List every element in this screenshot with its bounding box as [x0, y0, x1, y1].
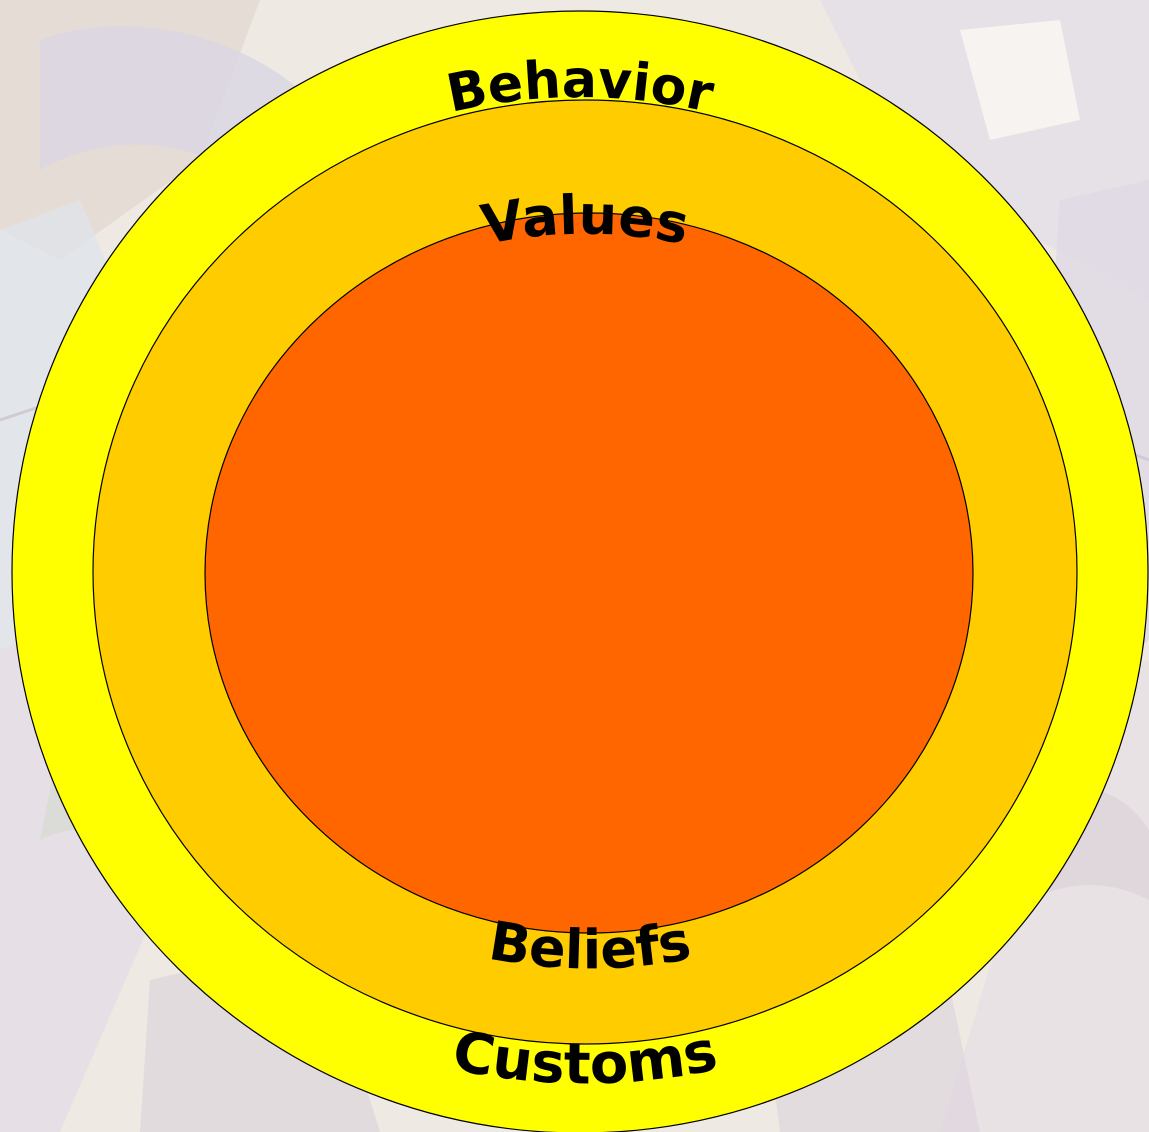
inner-core-circle	[204, 212, 974, 934]
values-label: Values	[477, 183, 694, 257]
beliefs-label: Beliefs	[485, 909, 695, 982]
